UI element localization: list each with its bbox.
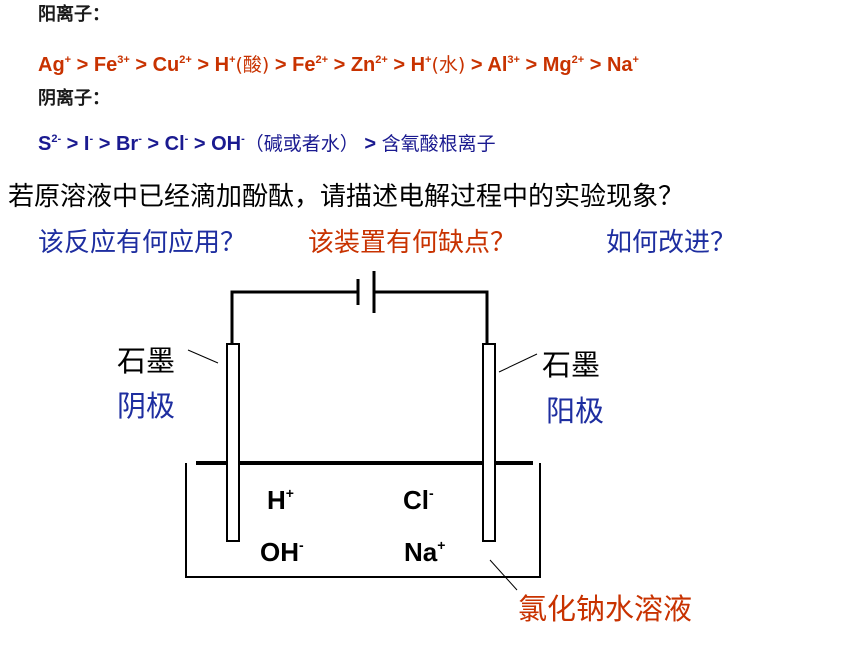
anion-discharge-order: S2- > I- > Br- > Cl- > OH-（碱或者水） > 含氧酸根离… bbox=[38, 129, 496, 156]
beaker bbox=[185, 463, 541, 578]
oxyacid-radical-label: 含氧酸根离子 bbox=[381, 133, 496, 155]
question-drawback: 该装置有何缺点？ bbox=[308, 228, 517, 258]
ion-h: H+(酸) bbox=[214, 54, 270, 76]
solution-leader bbox=[489, 559, 518, 591]
question-application: 该反应有何应用？ bbox=[38, 228, 247, 258]
ion-fe: Fe3+ bbox=[93, 54, 130, 76]
ion-oh-minus: OH- bbox=[260, 537, 304, 567]
anode-label: 阳极 bbox=[546, 394, 605, 428]
left-electrode-material: 石墨 bbox=[117, 344, 176, 378]
order-separator: > bbox=[71, 54, 94, 76]
order-separator: > bbox=[465, 54, 488, 76]
right-electrode bbox=[482, 343, 496, 542]
order-separator: > bbox=[93, 133, 116, 155]
ion-cl: Cl- bbox=[164, 133, 189, 155]
cation-discharge-order: Ag+ > Fe3+ > Cu2+ > H+(酸) > Fe2+ > Zn2+ … bbox=[38, 50, 639, 77]
ion-fe: Fe2+ bbox=[292, 54, 329, 76]
left-electrode bbox=[226, 343, 240, 542]
right-material-leader bbox=[498, 353, 538, 373]
ion-h-plus: H+ bbox=[267, 485, 294, 515]
ion-br: Br- bbox=[115, 133, 142, 155]
order-separator: > bbox=[61, 133, 84, 155]
ion-na-plus: Na+ bbox=[404, 537, 446, 567]
ion-al: Al3+ bbox=[487, 54, 520, 76]
left-wire bbox=[230, 290, 358, 343]
order-separator: > bbox=[141, 133, 165, 155]
order-separator: > bbox=[129, 54, 153, 76]
ion-i: I- bbox=[83, 133, 94, 155]
question-improvement: 如何改进？ bbox=[606, 228, 737, 258]
order-separator: > bbox=[519, 54, 543, 76]
solution-label: 氯化钠水溶液 bbox=[518, 592, 693, 626]
question-phenomena: 若原溶液中已经滴加酚酞，请描述电解过程中的实验现象？ bbox=[8, 182, 685, 212]
ion-h: H+(水) bbox=[410, 54, 466, 76]
ion-cl-minus: Cl- bbox=[403, 485, 434, 515]
ion-zn: Zn2+ bbox=[350, 54, 388, 76]
ion-cu: Cu2+ bbox=[152, 54, 192, 76]
order-separator: > bbox=[358, 133, 382, 155]
left-material-leader bbox=[187, 349, 219, 364]
ion-na: Na+ bbox=[606, 54, 639, 76]
order-separator: > bbox=[191, 54, 215, 76]
order-separator: > bbox=[188, 133, 212, 155]
ion-mg: Mg2+ bbox=[542, 54, 585, 76]
ion-s: S2- bbox=[38, 133, 62, 155]
right-wire bbox=[374, 290, 489, 343]
ion-ag: Ag+ bbox=[38, 54, 72, 76]
anion-heading: 阴离子： bbox=[38, 88, 110, 109]
cathode-label: 阴极 bbox=[117, 389, 176, 423]
right-electrode-material: 石墨 bbox=[542, 348, 601, 382]
ion-oh: OH-（碱或者水） bbox=[211, 133, 359, 155]
order-separator: > bbox=[269, 54, 293, 76]
order-separator: > bbox=[328, 54, 351, 76]
cation-heading: 阳离子： bbox=[38, 4, 110, 25]
order-separator: > bbox=[387, 54, 411, 76]
order-separator: > bbox=[584, 54, 607, 76]
